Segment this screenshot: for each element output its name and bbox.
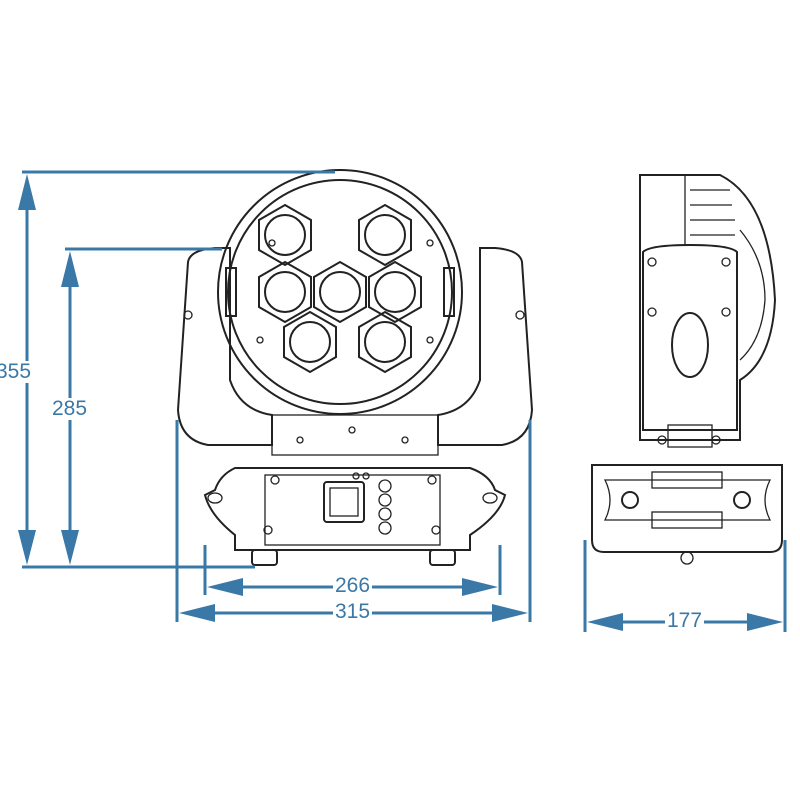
dimension-label-total-width: 315 [333,600,373,623]
dimension-label-total-height: 355 [0,361,34,383]
head-bezel [217,169,463,415]
dimension-label-yoke-height: 285 [50,397,90,420]
dimension-lines [18,170,787,632]
yoke-arm-left [176,247,273,446]
head-side [639,174,777,441]
front-view [176,169,534,566]
side-view [591,174,783,565]
base-front [203,467,507,551]
led-lens-array [258,203,422,374]
yoke-arm-right [437,247,534,446]
dimension-label-base-width: 266 [333,574,373,597]
yoke-side [642,243,738,431]
lcd-display [323,481,365,523]
dimension-label-depth: 177 [665,609,705,632]
base-side [591,464,783,553]
